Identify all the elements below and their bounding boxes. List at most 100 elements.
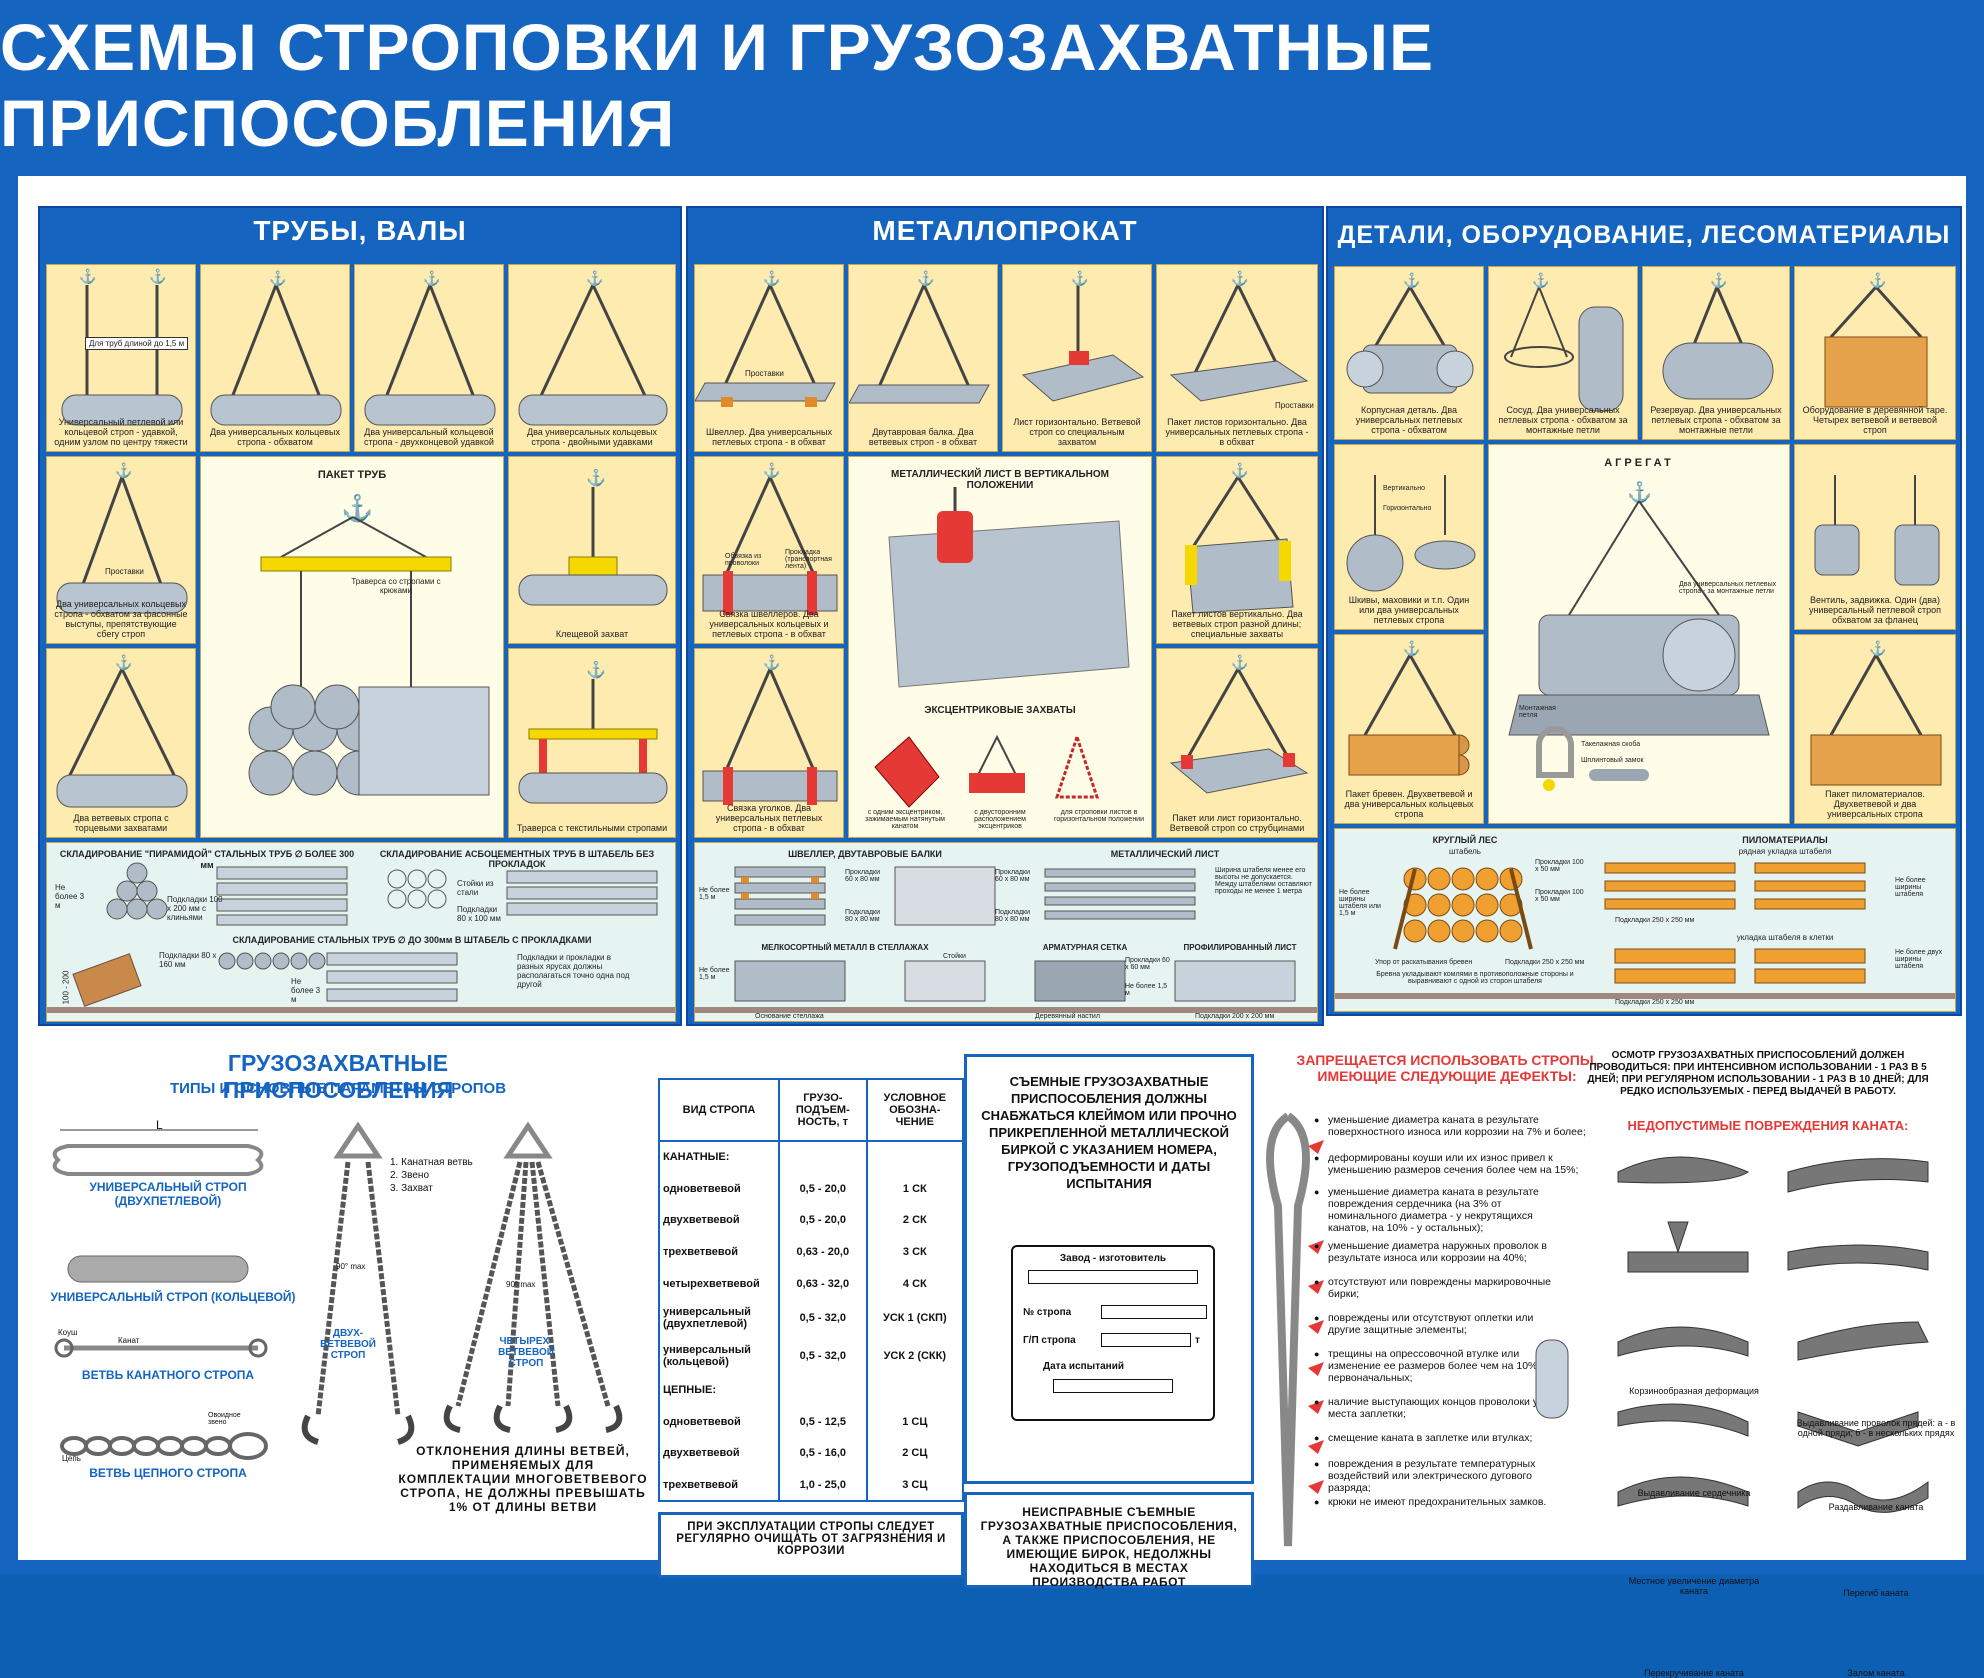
storage-label: Не более 1,5 м — [1125, 983, 1168, 997]
table-cell — [867, 1374, 963, 1406]
pipe-pack-cell: ПАКЕТ ТРУБ ⚓ Траверса со стропами с крюк… — [200, 456, 504, 838]
caption: Двутавровая балка. Два ветвевых строп - … — [868, 427, 978, 447]
parts-cell-5: Вертикально Горизонтально Шкивы, маховик… — [1334, 444, 1484, 630]
pipes-cell-8: ⚓ Траверса с текстильными стропами — [508, 648, 676, 838]
parts-cell-7: ⚓ Пакет бревен. Двухветвевой и два униве… — [1334, 634, 1484, 824]
storage-label: Не более ширины штабеля — [1895, 877, 1926, 898]
page-title: СХЕМЫ СТРОПОВКИ И ГРУЗОЗАХВАТНЫЕ ПРИСПОС… — [0, 10, 1435, 160]
table-cell: 2 СК — [902, 1214, 927, 1227]
two-branch-label: ДВУХ- ВЕТВЕВОЙ СТРОП — [320, 1328, 376, 1361]
legend-item: 2. Звено — [390, 1170, 430, 1181]
svg-text:⚓: ⚓ — [1231, 654, 1248, 671]
metal-panel-title: МЕТАЛЛОПРОКАТ — [872, 215, 1138, 246]
defect-item: наличие выступающих концов проволоки у м… — [1314, 1396, 1568, 1420]
storage-label: Прокладки 60 х 60 мм — [1125, 957, 1170, 971]
metal-illustration: ⚓ — [1169, 654, 1309, 794]
aggregate-illustration: ⚓ — [1508, 480, 1770, 791]
table-cell — [867, 1141, 963, 1173]
aggregate-cell: АГРЕГАТ ⚓ Два универсальных петлевых стр… — [1488, 444, 1790, 824]
tag-text: СЪЕМНЫЕ ГРУЗОЗАХВАТНЫЕ ПРИСПОСОБЛЕНИЯ ДО… — [981, 1074, 1237, 1191]
metal-cell-3: ⚓ Лист горизонтально. Ветвевой строп со … — [1002, 264, 1152, 452]
shackle-label: Такелажная скоба — [1581, 741, 1641, 748]
metal-cell-7: ⚓ Связка уголков. Два универсальных петл… — [694, 648, 844, 838]
tag-capacity: Г/П стропа — [1023, 1335, 1076, 1346]
link-label: Овоидное звено — [208, 1412, 241, 1426]
caption: Связка швеллеров. Два универсальных коль… — [709, 609, 829, 639]
pipe-illustration: ⚓ — [518, 270, 668, 426]
loop-sling-label: УНИВЕРСАЛЬНЫЙ СТРОП (ДВУХПЕТЛЕВОЙ) — [89, 1180, 247, 1208]
storage-label: Прокладки 60 х 80 мм — [845, 869, 880, 883]
parts-cell-2: ⚓ Сосуд. Два универсальных петлевых стро… — [1488, 266, 1638, 440]
table-cell: 1 СК — [902, 1182, 927, 1195]
table-cell: 0,63 - 20,0 — [779, 1236, 868, 1268]
table-row: КАНАТНЫЕ: — [659, 1141, 963, 1173]
table-cell: УСК 1 (СКП) — [883, 1312, 947, 1325]
storage-label: Подкладки 200 х 200 мм — [1195, 1013, 1275, 1020]
metal-illustration: ⚓ — [702, 654, 838, 805]
defect-item: уменьшение диаметра каната в результате … — [1314, 1114, 1600, 1138]
caption: Оборудование в деревянной таре. Четырех … — [1802, 405, 1948, 435]
caption: Шкивы, маховики и т.п. Один или два унив… — [1348, 595, 1470, 625]
defect-item: крюки не имеют предохранительных замков. — [1314, 1496, 1568, 1508]
svg-text:⚓: ⚓ — [1869, 272, 1886, 289]
table-cell: 0,5 - 20,0 — [779, 1204, 868, 1237]
storage-label: Не более 3 м — [55, 883, 85, 910]
caption: Пакет пиломатериалов. Двухветвевой и два… — [1825, 789, 1925, 819]
svg-text:⚓: ⚓ — [269, 270, 286, 287]
caption: Два ветвевых стропа с торцевыми захватам… — [73, 813, 169, 833]
caption: с одним эксцентриком, зажимаемым натянут… — [865, 809, 945, 830]
table-cell: УСК 2 (СКК) — [883, 1349, 947, 1362]
damage-title: НЕДОПУСТИМЫЕ ПОВРЕЖДЕНИЯ КАНАТА: — [1627, 1118, 1909, 1133]
svg-text:⚓: ⚓ — [341, 493, 373, 523]
parts-illustration: ⚓ — [1810, 640, 1942, 786]
table-cell: 0,63 - 32,0 — [779, 1267, 868, 1300]
svg-text:⚓: ⚓ — [1532, 272, 1549, 289]
pipes-cell-3: ⚓ Два универсальный кольцевой стропа - д… — [354, 264, 504, 452]
caption: Универсальный петлевой или кольцевой стр… — [54, 417, 188, 447]
spacers-label: Проставки — [745, 369, 784, 378]
damage-caption: Выдавливание сердечника — [1637, 1488, 1751, 1498]
svg-text:⚓: ⚓ — [1869, 640, 1886, 657]
storage-heading: рядная укладка штабеля — [1738, 847, 1832, 856]
storage-label: Подкладки 80 х 80 мм — [995, 909, 1031, 923]
svg-text:⚓: ⚓ — [1627, 480, 1652, 504]
multi-branch-sling-illustration — [301, 1121, 623, 1445]
four-branch-label: ЧЕТЫРЕХ- ВЕТВЕВОЙ СТРОП — [498, 1336, 554, 1369]
spacers-label: Проставки — [105, 567, 144, 576]
storage-label: Деревянный настил — [1035, 1013, 1100, 1020]
table-cell: 1 СЦ — [902, 1415, 928, 1428]
aggregate-label: Два универсальных петлевых стропа - за м… — [1679, 581, 1777, 595]
storage-label: Подкладки 250 х 250 мм — [1615, 999, 1695, 1006]
traverse-label: Траверса со стропами с крюками — [351, 577, 441, 595]
defect-item: отсутствуют или повреждены маркировочные… — [1314, 1276, 1568, 1300]
damage-caption: Местное увеличение диаметра каната — [1628, 1576, 1760, 1596]
svg-text:⚓: ⚓ — [763, 462, 780, 479]
pipes-cell-4: ⚓ Два универсальных кольцевых стропа - д… — [508, 264, 676, 452]
svg-text:⚓: ⚓ — [1231, 462, 1248, 479]
caption: Резервуар. Два универсальных петлевых ст… — [1650, 405, 1782, 435]
inspection-note: ОСМОТР ГРУЗОЗАХВАТНЫХ ПРИСПОСОБЛЕНИЙ ДОЛ… — [1587, 1050, 1929, 1097]
legend-item: 3. Захват — [390, 1183, 433, 1194]
storage-heading: АРМАТУРНАЯ СЕТКА — [1042, 943, 1128, 952]
storage-label: Подкладки 80 х 80 мм — [845, 909, 881, 923]
rope-damage-illustrations — [1617, 1156, 1929, 1513]
caption: Пакет или лист горизонтально. Ветвевой с… — [1169, 813, 1305, 833]
spacers-label: Проставки — [1275, 401, 1314, 410]
parts-illustration: ⚓ — [1824, 272, 1928, 408]
storage-label: Прокладки 60 х 80 мм — [995, 869, 1030, 883]
table-cell: 0,5 - 16,0 — [779, 1437, 868, 1470]
table-header: УСЛОВНОЕ ОБОЗНА- ЧЕНИЕ — [866, 1079, 963, 1142]
parts-storage: КРУГЛЫЙ ЛЕС штабель ПИЛОМАТЕРИАЛЫ рядная… — [1334, 828, 1956, 1012]
horizontal-label: Горизонтально — [1383, 505, 1432, 512]
storage-heading: СКЛАДИРОВАНИЕ АСБОЦЕМЕНТНЫХ ТРУБ В ШТАБЕ… — [379, 849, 655, 869]
table-cell: двухветвевой — [659, 1437, 780, 1470]
vertical-sheet-illustration — [874, 487, 1130, 808]
svg-text:⚓: ⚓ — [1403, 640, 1420, 657]
svg-text:⚓: ⚓ — [1710, 272, 1727, 289]
storage-label: Подкладки и прокладки в разных ярусах до… — [517, 953, 630, 989]
parts-illustration — [1346, 475, 1476, 592]
pipe-illustration: ⚓ — [518, 660, 668, 804]
